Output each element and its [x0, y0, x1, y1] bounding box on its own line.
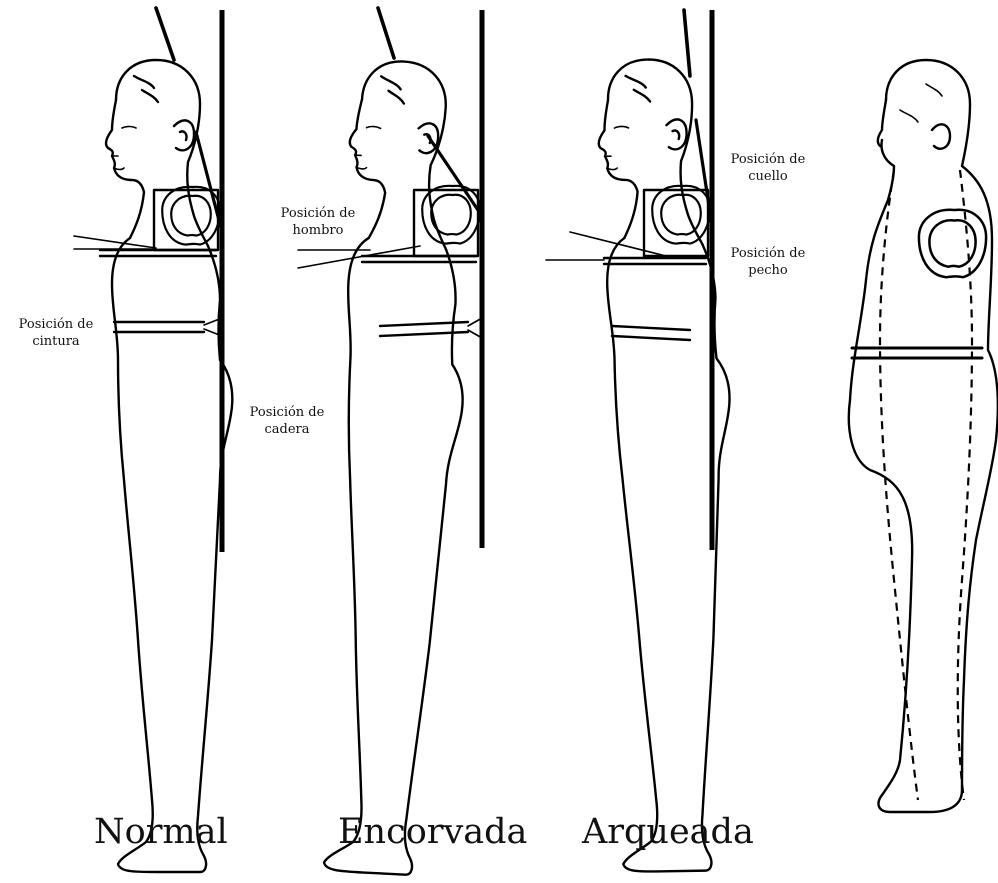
- chest-position-label: Posición de pecho: [718, 245, 818, 279]
- figure-stooped: [298, 8, 482, 876]
- figure-comparison: [849, 60, 998, 812]
- shoulder-position-label: Posición de hombro: [268, 205, 368, 239]
- hip-position-label: Posición de cadera: [236, 404, 338, 438]
- caption-stooped: Encorvada: [338, 812, 527, 852]
- waist-position-label: Posición de cintura: [6, 316, 106, 350]
- caption-normal: Normal: [94, 812, 228, 852]
- figure-arched: [546, 10, 738, 872]
- figure-normal: [74, 8, 232, 872]
- neck-position-label: Posición de cuello: [718, 151, 818, 185]
- caption-arched: Arqueada: [582, 812, 754, 852]
